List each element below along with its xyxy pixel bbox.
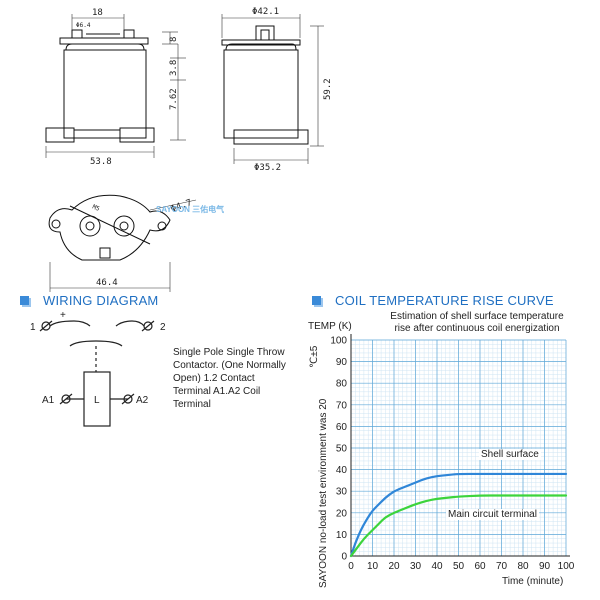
x-tick-label: 30: [410, 561, 422, 572]
dim-3-8: 3.8: [169, 60, 179, 76]
dim-53-8: 53.8: [90, 157, 112, 167]
terminal-a2-label: A2: [136, 395, 149, 406]
chart-y-axis-label: TEMP (K): [308, 321, 352, 332]
dim-8: 8: [169, 37, 179, 42]
x-tick-label: 20: [388, 561, 400, 572]
plus-label: +: [60, 310, 66, 321]
y-tick-label: 50: [336, 444, 348, 455]
x-tick-label: 50: [453, 561, 465, 572]
terminal-1-label: 1: [30, 322, 36, 333]
contactor-base-view: [48, 194, 171, 261]
chart-x-axis-label: Time (minute): [502, 576, 564, 587]
thread-m5: M5: [91, 203, 101, 213]
wiring-description: Single Pole Single Throw Contactor. (One…: [173, 347, 286, 410]
terminal-a1-label: A1: [42, 395, 55, 406]
dim-7-62: 7.62: [169, 88, 179, 110]
coil-curve-heading: COIL TEMPERATURE RISE CURVE: [312, 293, 554, 308]
terminal-2-label: 2: [160, 322, 166, 333]
dim-59-2: 59.2: [323, 78, 333, 100]
y-tick-label: 90: [336, 357, 348, 368]
x-tick-label: 40: [431, 561, 443, 572]
series-line-0: [349, 472, 568, 558]
contactor-side-view-right: [221, 25, 309, 145]
x-tick-label: 80: [517, 561, 529, 572]
legend-shell-surface: Shell surface: [479, 449, 541, 460]
legend-main-circuit-terminal: Main circuit terminal: [446, 509, 539, 520]
x-tick-label: 90: [539, 561, 551, 572]
y-tick-label: 20: [336, 508, 348, 519]
series-line-1: [349, 494, 568, 558]
wiring-diagram-heading: WIRING DIAGRAM: [20, 293, 158, 308]
dim-phi-42-1: Φ42.1: [252, 7, 279, 17]
y-tick-label: 70: [336, 400, 348, 411]
x-tick-label: 70: [496, 561, 508, 572]
y-tick-label: 0: [341, 552, 347, 563]
brand-watermark: SAYOON 三佑电气: [156, 204, 224, 214]
x-tick-label: 100: [558, 561, 575, 572]
chart-title: Estimation of shell surface temperature …: [390, 311, 564, 334]
x-tick-label: 60: [474, 561, 486, 572]
contactor-side-view-left: [45, 29, 155, 143]
dim-phi-35-2: Φ35.2: [254, 163, 281, 173]
dim-18: 18: [92, 8, 103, 18]
y-tick-label: 60: [336, 422, 348, 433]
y-tick-label: 10: [336, 530, 348, 541]
y-tick-label: 100: [330, 336, 347, 347]
section-bullet-icon: [20, 296, 29, 305]
y-tick-label: 80: [336, 379, 348, 390]
dim-46-4: 46.4: [96, 278, 118, 288]
y-tick-label: 30: [336, 487, 348, 498]
coil-l-label: L: [94, 395, 100, 406]
section-bullet-icon: [312, 296, 321, 305]
dim-phi-6-4: Φ6.4: [76, 22, 91, 29]
x-tick-label: 0: [348, 561, 354, 572]
y-tick-label: 40: [336, 465, 348, 476]
x-tick-label: 10: [367, 561, 379, 572]
